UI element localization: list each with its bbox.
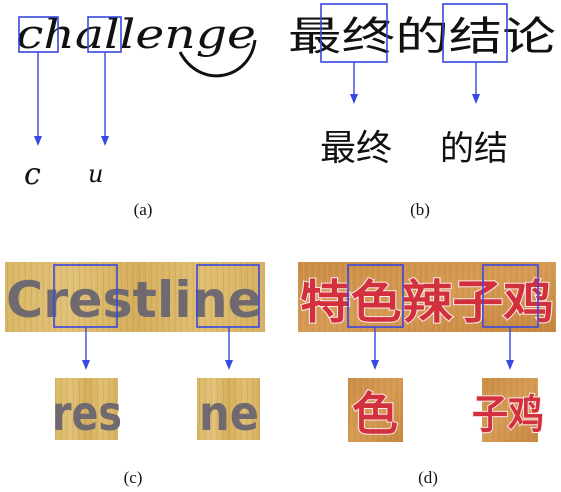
- panel-c-arrowhead-1: [82, 360, 90, 370]
- panel-d-sign-text: 特色辣子鸡: [300, 275, 554, 329]
- panel-c-crop-2-grain: [197, 378, 260, 440]
- panel-b-box-2: [442, 3, 508, 63]
- panel-c-arrowhead-2: [225, 360, 233, 370]
- panel-d-caption: (d): [418, 468, 438, 487]
- panel-a-caption: (a): [134, 200, 153, 219]
- panel-a-arrowhead-2: [101, 136, 109, 146]
- panel-c-crop-1: res: [52, 378, 122, 442]
- panel-a-crop-2: u: [88, 160, 103, 188]
- panel-c-sign-text: Crestline: [6, 271, 262, 329]
- panel-c-caption: (c): [124, 468, 143, 487]
- panel-b: 最终的结论 最终 的结 (b): [288, 3, 556, 219]
- panel-a-arrowhead-1: [34, 136, 42, 146]
- panel-a-crop-1: c: [24, 157, 41, 192]
- panel-b-handwriting: 最终的结论: [288, 14, 556, 60]
- panel-c-box-2: [196, 264, 260, 328]
- panel-d-arrowhead-2: [506, 360, 514, 370]
- panel-a: challenge c u (a): [16, 12, 257, 219]
- panel-d-crop-1-text: 色: [352, 387, 398, 441]
- panel-c-crop-1-grain: [55, 378, 118, 440]
- panel-b-crop-1: 最终: [320, 128, 392, 169]
- panel-c-crop-2-text: ne: [199, 386, 259, 442]
- panel-d-crop-2-text: 子鸡: [472, 392, 544, 438]
- panel-d-crop-2: 子鸡: [471, 378, 545, 442]
- panel-b-caption: (b): [410, 200, 430, 219]
- panel-a-handwriting: challenge: [16, 12, 256, 58]
- panel-b-arrowhead-1: [350, 94, 358, 104]
- handwriting-tail: [178, 39, 257, 78]
- panel-d-arrowhead-1: [371, 360, 379, 370]
- panel-b-arrowhead-2: [472, 94, 480, 104]
- panel-c-wood-grain: [5, 262, 265, 332]
- panel-c: Crestline res ne (c): [5, 262, 265, 487]
- panel-c-crop-2: ne: [197, 378, 260, 442]
- panel-d-crop-1: 色: [348, 378, 403, 442]
- panel-d: 特色辣子鸡 色 子鸡 (d): [298, 262, 556, 487]
- panel-d-crop-1-grain: [348, 378, 403, 442]
- panel-b-crop-2: 的结: [440, 129, 508, 169]
- panel-d-crop-2-grain: [482, 378, 538, 442]
- panel-d-wood-grain: [298, 262, 556, 332]
- panel-c-crop-1-text: res: [52, 386, 122, 442]
